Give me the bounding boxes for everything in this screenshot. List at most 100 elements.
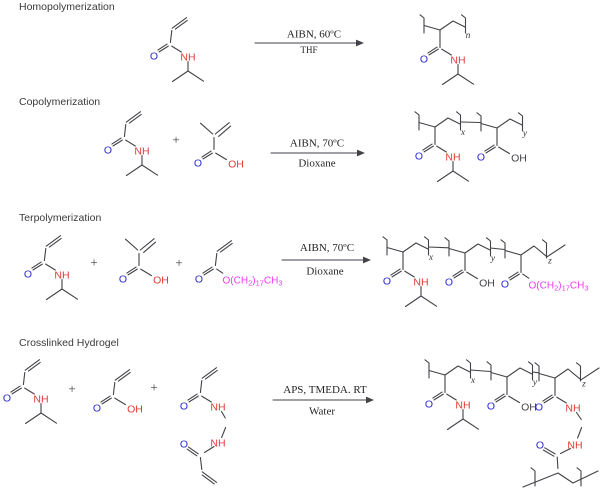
plus-sign: +	[172, 132, 179, 147]
monomer-nipam: O NH	[104, 111, 159, 177]
oxygen-label: O	[415, 151, 423, 163]
product-terpolymer: x O NH y O OH z	[382, 236, 589, 308]
oxygen-label: O	[194, 158, 202, 170]
backbone-bonds	[500, 239, 566, 274]
oxygen-label: O	[93, 403, 101, 415]
nh-label: NH	[565, 403, 580, 415]
reaction-arrow: AIBN, 60ºC THF	[254, 29, 364, 55]
bracket-subscript-y: y	[532, 378, 538, 388]
repeat-unit-y: y	[486, 361, 538, 396]
condition-below: Dioxane	[298, 158, 335, 170]
bracket-subscript-y: y	[522, 129, 528, 139]
nh-label: NH	[180, 52, 195, 64]
oh-label: OH	[479, 278, 495, 290]
repeat-unit-x: x	[414, 111, 466, 146]
vinyl-bonds	[214, 240, 233, 267]
oxygen-label: O	[3, 393, 11, 405]
plus-sign: +	[68, 381, 75, 396]
backbone-bonds	[444, 237, 492, 272]
amide-side-group: O NH	[383, 268, 438, 308]
monomer-stearyl-acrylate: O O(CH2)17CH3	[195, 240, 283, 288]
oh-label: OH	[127, 404, 143, 416]
arrow-head	[357, 149, 365, 157]
acid-bonds	[494, 393, 521, 404]
product-homopolymer: n O NH	[419, 14, 475, 86]
backbone-connector	[531, 371, 540, 374]
repeat-unit-y: y	[476, 112, 528, 147]
bracket-subscript-z: z	[547, 257, 552, 267]
acid-bonds	[484, 144, 511, 155]
repeat-unit-z: z	[500, 239, 566, 274]
section-title: Homopolymerization	[19, 1, 115, 13]
bracket-subscript-z: z	[581, 380, 586, 390]
bottom-bracket-right	[576, 467, 582, 487]
reaction-arrow: AIBN, 70ºC Dioxane	[270, 138, 365, 170]
ester-side-group: O O(CH2)17CH3	[501, 271, 589, 293]
backbone-connector	[469, 369, 492, 373]
reaction-arrow: AIBN, 70ºC Dioxane	[281, 242, 371, 278]
bracket-subscript-y: y	[490, 254, 496, 264]
vinyl-bonds	[43, 235, 62, 262]
backbone-bonds	[419, 14, 467, 49]
oh-label: OH	[511, 153, 527, 165]
repeat-unit-y: y	[444, 237, 496, 272]
oxygen-label: O	[445, 277, 453, 289]
vinyl-bonds	[199, 367, 218, 394]
ester-bonds	[508, 271, 530, 281]
oxygen-label: O	[425, 399, 433, 411]
product-crosslinked-hydrogel: x O NH y O OH z	[424, 359, 600, 488]
vinyl-bonds	[22, 359, 41, 386]
oxygen-label: O	[420, 54, 428, 66]
acid-side-group: O OH	[445, 269, 495, 290]
oxygen-label: O	[119, 274, 127, 286]
nh-label: NH	[210, 438, 225, 450]
nh-label: NH	[134, 146, 149, 158]
nh-label: NH	[33, 394, 48, 406]
oh-label: OH	[153, 275, 169, 287]
oxygen-label: O	[180, 401, 188, 413]
oxygen-label: O	[104, 145, 112, 157]
plus-sign: +	[90, 255, 97, 270]
monomer-nipam: O NH	[150, 17, 205, 83]
oxygen-label: O	[180, 439, 188, 451]
acid-bonds	[126, 266, 153, 277]
backbone-bonds	[476, 112, 524, 147]
backbone-bonds	[414, 111, 462, 146]
nh-label: NH	[210, 402, 225, 414]
section-title: Terpolymerization	[19, 212, 101, 224]
section-copolymerization: Copolymerization O NH + O OH AIBN, 70ºC …	[19, 96, 528, 183]
monomer-bisacrylamide: O NH NH O	[180, 367, 227, 485]
section-terpolymerization: Terpolymerization O NH + O OH + O O(CH2)…	[19, 212, 589, 308]
nh-label: NH	[413, 277, 428, 289]
vinyl-bonds	[123, 111, 142, 138]
backbone-bonds	[424, 359, 472, 394]
amide-side-group: O NH	[415, 143, 470, 183]
oh-label: OH	[228, 159, 244, 171]
condition-above: AIBN, 70ºC	[300, 242, 354, 254]
backbone-bonds	[534, 362, 600, 397]
condition-above: AIBN, 60ºC	[287, 29, 341, 41]
bottom-chain	[522, 467, 599, 488]
vinyl-bonds	[112, 369, 131, 396]
repeat-unit-n: n	[419, 14, 471, 49]
condition-above: AIBN, 70ºC	[290, 138, 344, 150]
oxygen-label: O	[535, 402, 543, 414]
methacryl-vinyl-bonds	[124, 238, 157, 267]
arrow-head	[366, 396, 374, 404]
section-crosslinked-hydrogel: Crosslinked Hydrogel O NH + O OH + O NH …	[3, 337, 600, 488]
oxygen-label: O	[536, 440, 544, 452]
methacryl-vinyl-bonds	[199, 122, 232, 151]
arrow-head	[363, 256, 371, 264]
oh-label: OH	[521, 402, 537, 414]
acid-bonds	[201, 150, 228, 161]
acid-bonds	[452, 269, 479, 280]
nh-label: NH	[445, 152, 460, 164]
plus-sign: +	[175, 255, 182, 270]
condition-below: THF	[300, 45, 317, 55]
section-title: Crosslinked Hydrogel	[19, 337, 119, 349]
bottom-backbone	[522, 470, 599, 488]
backbone-bonds	[382, 236, 430, 271]
repeat-unit-x: x	[424, 359, 476, 394]
